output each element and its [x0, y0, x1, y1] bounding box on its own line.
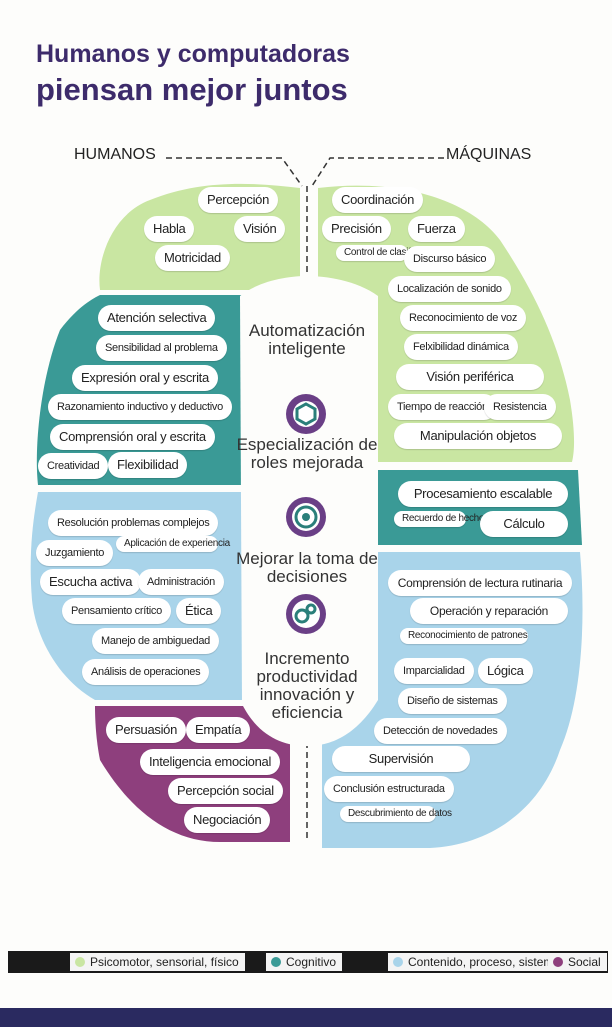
skill-pill: Percepción	[198, 187, 279, 213]
skill-pill: Creatividad	[38, 453, 109, 479]
center-automatizacion: Automatización inteligente	[248, 321, 366, 358]
legend-dot	[271, 957, 281, 967]
skill-pill: Aplicación de experiencia	[116, 536, 230, 552]
legend-contenido: Contenido, proceso, sistema	[388, 953, 567, 971]
skill-pill: Atención selectiva	[98, 305, 216, 331]
skill-pill: Procesamiento escalable	[398, 481, 568, 507]
legend: Psicomotor, sensorial, físico Cognitivo …	[8, 951, 608, 973]
title-line-2: piensan mejor juntos	[36, 72, 348, 107]
skill-pill: Lógica	[478, 658, 533, 684]
cube-icon	[286, 394, 326, 434]
legend-psicomotor: Psicomotor, sensorial, físico	[70, 953, 245, 971]
skill-pill: Percepción social	[168, 778, 283, 804]
skill-pill: Recuerdo de hechos	[394, 511, 489, 527]
legend-social: Social	[548, 953, 607, 971]
skill-pill: Manejo de ambiguedad	[92, 628, 219, 654]
dash-left	[166, 157, 303, 187]
legend-label: Cognitivo	[286, 955, 337, 969]
skill-pill: Resistencia	[484, 394, 556, 420]
skill-pill: Juzgamiento	[36, 540, 114, 566]
title-line-1: Humanos y computadoras	[36, 40, 350, 68]
skill-pill: Pensamiento crítico	[62, 598, 171, 624]
skill-pill: Precisión	[322, 216, 391, 242]
skill-pill: Cálculo	[480, 511, 568, 537]
skill-pill: Operación y reparación	[410, 598, 568, 624]
skill-pill: Localización de sonido	[388, 276, 511, 302]
center-productividad: Incremento productividad innovación y ef…	[256, 649, 358, 722]
skill-pill: Comprensión oral y escrita	[50, 424, 215, 450]
skill-pill: Razonamiento inductivo y deductivo	[48, 394, 232, 420]
header-maquinas: MÁQUINAS	[446, 146, 532, 163]
skill-pill: Visión	[234, 216, 286, 242]
skill-pill: Resolución problemas complejos	[48, 510, 219, 536]
skill-pill: Tiempo de reacción	[388, 394, 497, 420]
center-especializacion: Especialización de roles mejorada	[236, 435, 378, 472]
skill-pill: Habla	[144, 216, 195, 242]
legend-label: Contenido, proceso, sistema	[408, 955, 561, 969]
legend-dot	[75, 957, 85, 967]
skill-pill: Persuasión	[106, 717, 187, 743]
skill-pill: Visión periférica	[396, 364, 544, 390]
footer-bar	[0, 1008, 612, 1027]
center-decisiones: Mejorar la toma de decisiones	[236, 549, 378, 586]
skill-pill: Administración	[138, 569, 224, 595]
skill-pill: Sensibilidad al problema	[96, 335, 227, 361]
skill-pill: Empatía	[186, 717, 251, 743]
skill-pill: Escucha activa	[40, 569, 142, 595]
gears-icon	[286, 594, 326, 634]
legend-dot	[553, 957, 563, 967]
header-humanos: HUMANOS	[74, 146, 156, 163]
skill-pill: Comprensión de lectura rutinaria	[388, 570, 572, 596]
skill-pill: Detección de novedades	[374, 718, 507, 744]
skill-pill: Fuerza	[408, 216, 465, 242]
skill-pill: Control de clasificación	[336, 245, 440, 261]
skill-pill: Flexibilidad	[108, 452, 188, 478]
skill-pill: Conclusión estructurada	[324, 776, 454, 802]
legend-label: Psicomotor, sensorial, físico	[90, 955, 239, 969]
skill-pill: Inteligencia emocional	[140, 749, 281, 775]
skill-pill: Felxibilidad dinámica	[404, 334, 518, 360]
legend-dot	[393, 957, 403, 967]
skill-pill: Negociación	[184, 807, 271, 833]
dash-right	[311, 157, 444, 187]
legend-label: Social	[568, 955, 601, 969]
skill-pill: Reconocimiento de patrones	[400, 628, 528, 644]
skill-pill: Imparcialidad	[394, 658, 474, 684]
skill-pill: Descubrimiento de datos	[340, 806, 452, 822]
target-icon	[286, 497, 326, 537]
skill-pill: Expresión oral y escrita	[72, 365, 218, 391]
skill-pill: Coordinación	[332, 187, 424, 213]
skill-pill: Manipulación objetos	[394, 423, 562, 449]
skill-pill: Diseño de sistemas	[398, 688, 507, 714]
skill-pill: Reconocimiento de voz	[400, 305, 527, 331]
skill-pill: Discurso básico	[404, 246, 496, 272]
skill-pill: Análisis de operaciones	[82, 659, 210, 685]
skill-pill: Supervisión	[332, 746, 470, 772]
legend-cognitivo: Cognitivo	[266, 953, 343, 971]
skill-pill: Ética	[176, 598, 222, 624]
skill-pill: Motricidad	[155, 245, 230, 271]
